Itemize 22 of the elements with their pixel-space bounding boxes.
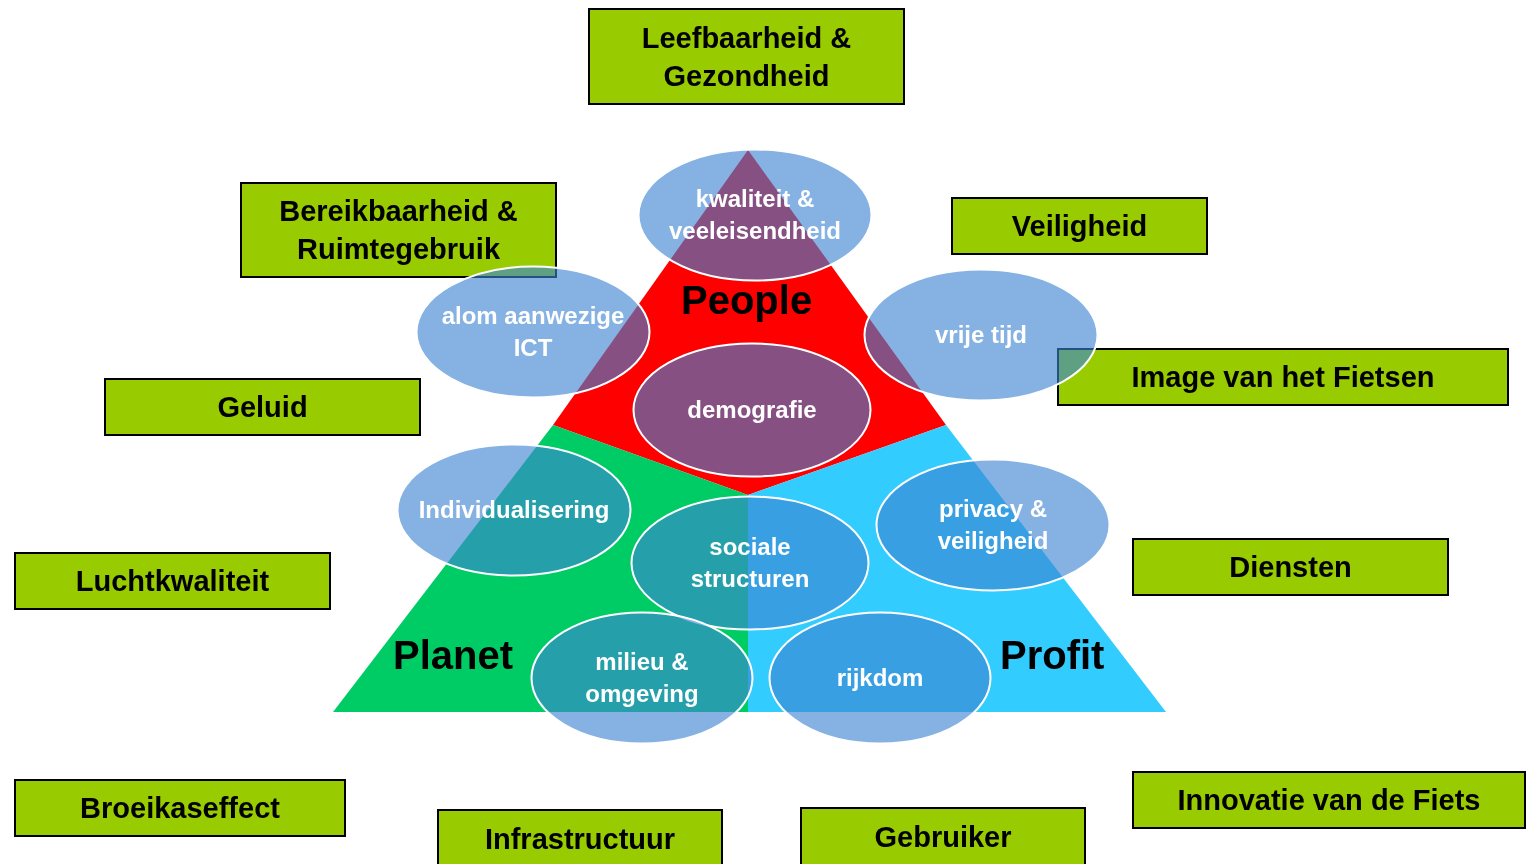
bubble-label: alom aanwezige ICT bbox=[440, 301, 626, 363]
bubble-label: demografie bbox=[687, 395, 817, 425]
category-label: Geluid bbox=[104, 378, 421, 436]
bubble-label: sociale structuren bbox=[689, 532, 811, 594]
segment-title: Planet bbox=[393, 633, 514, 678]
category-label: Luchtkwaliteit bbox=[14, 552, 331, 610]
bubble-label: milieu & omgeving bbox=[584, 647, 700, 709]
category-label: Veiligheid bbox=[951, 197, 1208, 255]
category-label: Image van het Fietsen bbox=[1057, 348, 1509, 406]
category-label: Leefbaarheid & Gezondheid bbox=[588, 8, 905, 105]
bubble-label: vrije tijd bbox=[935, 320, 1027, 350]
category-label: Infrastructuur bbox=[437, 809, 723, 864]
bubble-label: Individualisering bbox=[418, 495, 610, 525]
category-label: Broeikaseffect bbox=[14, 779, 346, 837]
category-label: Bereikbaarheid & Ruimtegebruik bbox=[240, 182, 557, 278]
bubble-label: rijkdom bbox=[836, 663, 924, 693]
category-label: Innovatie van de Fiets bbox=[1132, 771, 1526, 829]
segment-title: People bbox=[681, 278, 813, 323]
category-label: Diensten bbox=[1132, 538, 1449, 596]
category-label: Gebruiker bbox=[800, 807, 1086, 864]
segment-title: Profit bbox=[1000, 633, 1105, 678]
bubble-label: privacy & veiligheid bbox=[936, 494, 1050, 556]
